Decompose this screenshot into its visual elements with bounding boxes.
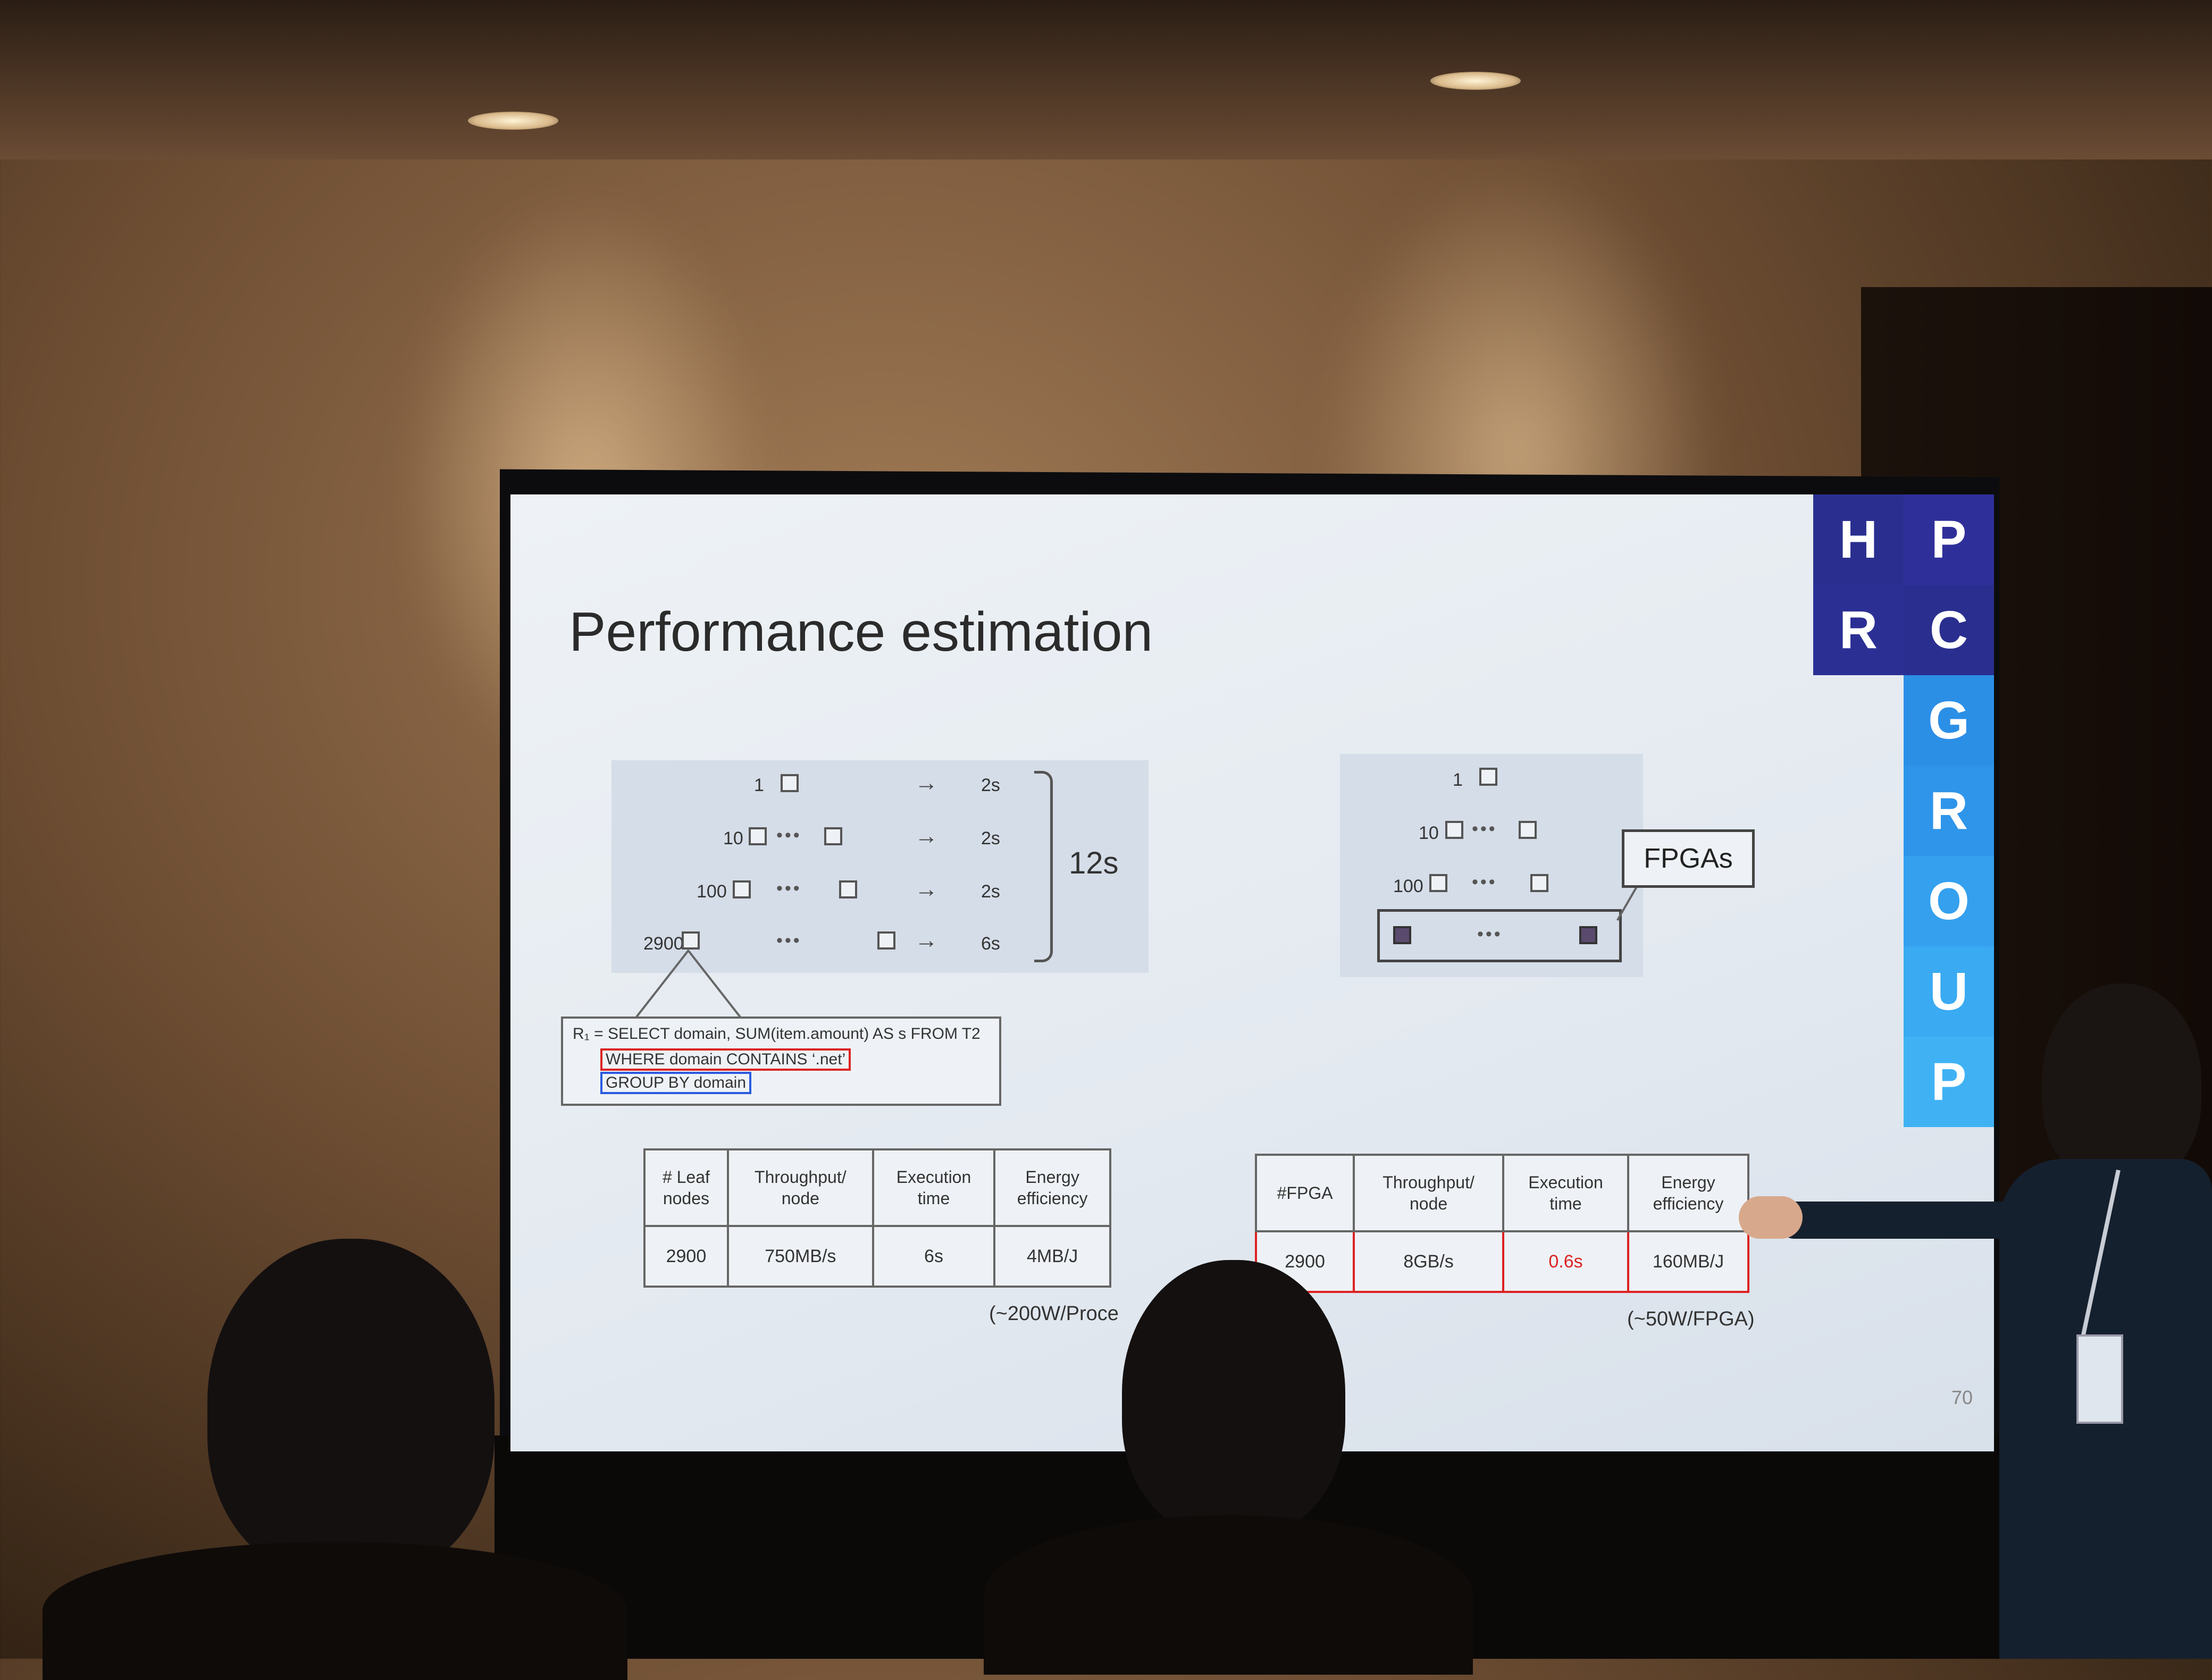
power-note: (~200W/Proce bbox=[989, 1303, 1119, 1325]
arrow-right-icon: → bbox=[915, 823, 938, 849]
sql-groupby-highlight: GROUP BY domain bbox=[600, 1072, 752, 1094]
node-icon bbox=[1530, 874, 1548, 892]
node-icon bbox=[682, 931, 700, 950]
fpga-node-icon bbox=[1579, 926, 1597, 944]
ellipsis: ••• bbox=[776, 878, 802, 898]
presenter-arm bbox=[1776, 1202, 2074, 1239]
ceiling-light bbox=[468, 112, 558, 130]
row-label: 10 bbox=[1419, 823, 1439, 843]
logo-tile: G bbox=[1904, 675, 1994, 766]
ceiling-light bbox=[1430, 72, 1521, 90]
node-icon bbox=[1445, 821, 1463, 839]
audience-shoulders bbox=[984, 1515, 1473, 1675]
arrow-right-icon: → bbox=[915, 770, 938, 796]
power-note: (~50W/FPGA) bbox=[1627, 1308, 1755, 1330]
node-icon bbox=[824, 827, 842, 845]
fpga-callout: FPGAs bbox=[1622, 829, 1755, 888]
logo-tile: P bbox=[1904, 494, 1994, 585]
table-cell: 6s bbox=[872, 1225, 996, 1288]
sql-line: R₁ = SELECT domain, SUM(item.amount) AS … bbox=[573, 1025, 981, 1043]
table-cell: 2900 bbox=[643, 1225, 729, 1288]
slide-title: Performance estimation bbox=[569, 601, 1153, 663]
node-icon bbox=[749, 827, 767, 845]
hprc-group-logo: H P R C G R O U P bbox=[1813, 494, 1994, 1186]
node-icon bbox=[877, 931, 895, 950]
page-number: 70 bbox=[1951, 1387, 1973, 1408]
total-time-label: 12s bbox=[1069, 846, 1119, 880]
sql-query-box: R₁ = SELECT domain, SUM(item.amount) AS … bbox=[561, 1017, 1001, 1106]
node-icon bbox=[839, 880, 857, 898]
table-cell-highlight: 0.6s bbox=[1502, 1230, 1630, 1293]
logo-tile: R bbox=[1813, 585, 1904, 675]
time-label: 2s bbox=[981, 828, 1000, 849]
logo-tile: P bbox=[1904, 1037, 1994, 1127]
logo-tile: O bbox=[1904, 856, 1994, 946]
logo-tile: R bbox=[1904, 766, 1994, 856]
audience-head bbox=[1122, 1260, 1345, 1536]
ellipsis: ••• bbox=[776, 930, 802, 951]
row-label: 100 bbox=[697, 881, 727, 902]
node-icon bbox=[1519, 821, 1537, 839]
name-badge bbox=[2076, 1334, 2123, 1424]
table-cell: 4MB/J bbox=[993, 1225, 1111, 1288]
arrow-right-icon: → bbox=[915, 876, 938, 902]
table-header: # Leaf nodes bbox=[643, 1148, 729, 1227]
fpga-group-box bbox=[1377, 909, 1622, 962]
arrow-right-icon: → bbox=[915, 927, 938, 953]
cpu-stats-table: # Leaf nodes Throughput/ node Execution … bbox=[643, 1148, 1111, 1288]
fpga-stats-table: #FPGA Throughput/ node Execution time En… bbox=[1254, 1154, 1749, 1293]
presenter-head bbox=[2042, 984, 2201, 1186]
row-label: 100 bbox=[1393, 876, 1423, 896]
logo-tile: C bbox=[1904, 585, 1994, 675]
row-label: 2900 bbox=[643, 934, 684, 954]
audience-head bbox=[207, 1239, 495, 1579]
logo-tile: U bbox=[1904, 946, 1994, 1037]
table-header: Execution time bbox=[1502, 1154, 1630, 1232]
logo-tile: H bbox=[1813, 494, 1904, 585]
table-header: Energy efficiency bbox=[1627, 1154, 1749, 1232]
ellipsis: ••• bbox=[1472, 872, 1497, 892]
ellipsis: ••• bbox=[1477, 924, 1503, 944]
node-icon bbox=[1429, 874, 1447, 892]
table-header: #FPGA bbox=[1254, 1154, 1355, 1232]
presenter-hand bbox=[1739, 1196, 1803, 1239]
fpga-node-icon bbox=[1393, 926, 1411, 944]
table-cell: 8GB/s bbox=[1353, 1230, 1504, 1293]
table-header: Energy efficiency bbox=[993, 1148, 1111, 1227]
audience-shoulders bbox=[43, 1542, 627, 1680]
table-header: Throughput/ node bbox=[726, 1148, 874, 1227]
ceiling bbox=[0, 0, 2212, 159]
table-header: Execution time bbox=[872, 1148, 996, 1227]
node-icon bbox=[781, 774, 799, 792]
node-icon bbox=[1479, 768, 1497, 786]
brace bbox=[1034, 771, 1053, 962]
row-label: 1 bbox=[1453, 770, 1463, 790]
row-label: 10 bbox=[723, 828, 743, 849]
table-cell: 160MB/J bbox=[1627, 1230, 1749, 1293]
row-label: 1 bbox=[754, 775, 764, 795]
time-label: 2s bbox=[981, 881, 1000, 902]
time-label: 2s bbox=[981, 775, 1000, 795]
table-header: Throughput/ node bbox=[1353, 1154, 1504, 1232]
node-icon bbox=[733, 880, 751, 898]
sql-where-highlight: WHERE domain CONTAINS ‘.net’ bbox=[600, 1048, 851, 1071]
time-label: 6s bbox=[981, 934, 1000, 954]
ellipsis: ••• bbox=[1472, 819, 1497, 839]
table-cell: 750MB/s bbox=[726, 1225, 874, 1288]
ellipsis: ••• bbox=[776, 825, 802, 845]
